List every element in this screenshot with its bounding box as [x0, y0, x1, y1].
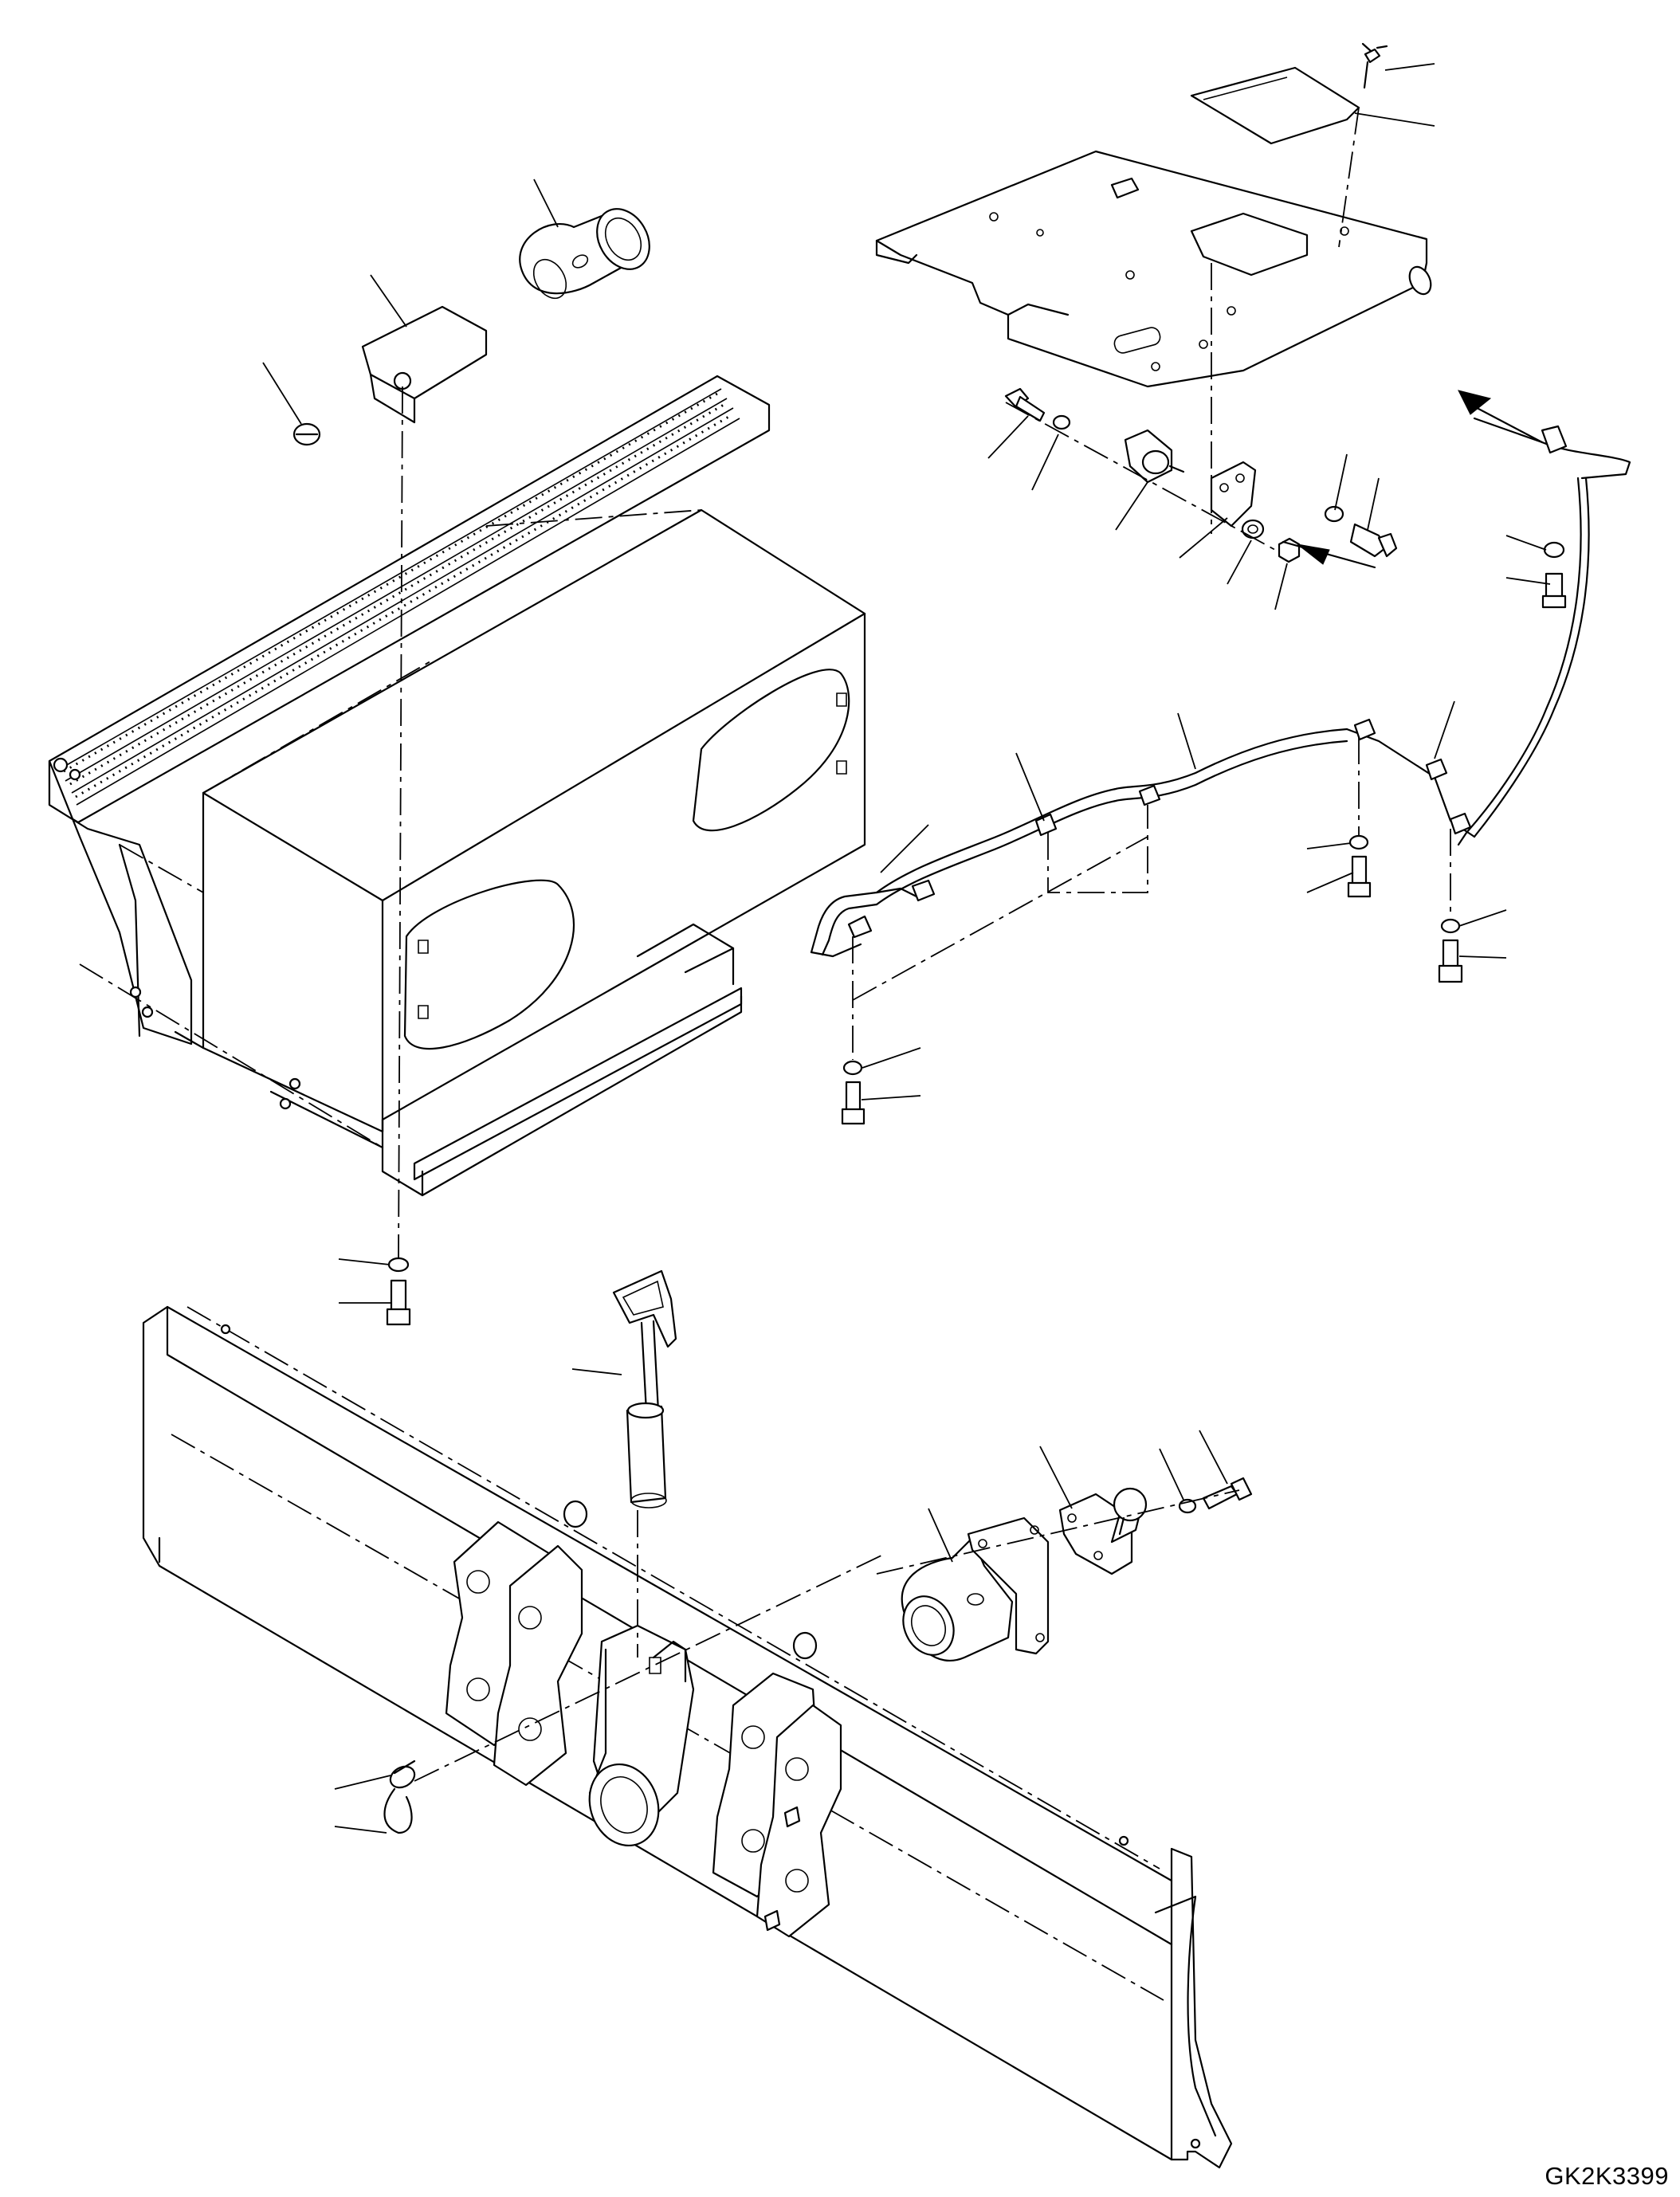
main-frame-assembly — [49, 376, 865, 1195]
dozer-blade-assembly — [143, 1307, 1231, 2168]
switch-bracket-group — [1006, 389, 1542, 567]
upper-left-hitch-parts — [294, 199, 660, 445]
lower-hitch-parts — [385, 386, 1252, 1833]
wiring-harness — [811, 426, 1630, 1124]
part-callout-leaders — [263, 64, 1550, 1833]
floor-plate-assembly — [877, 44, 1435, 534]
drawing-number: GK2K3399 — [1545, 2162, 1669, 2190]
